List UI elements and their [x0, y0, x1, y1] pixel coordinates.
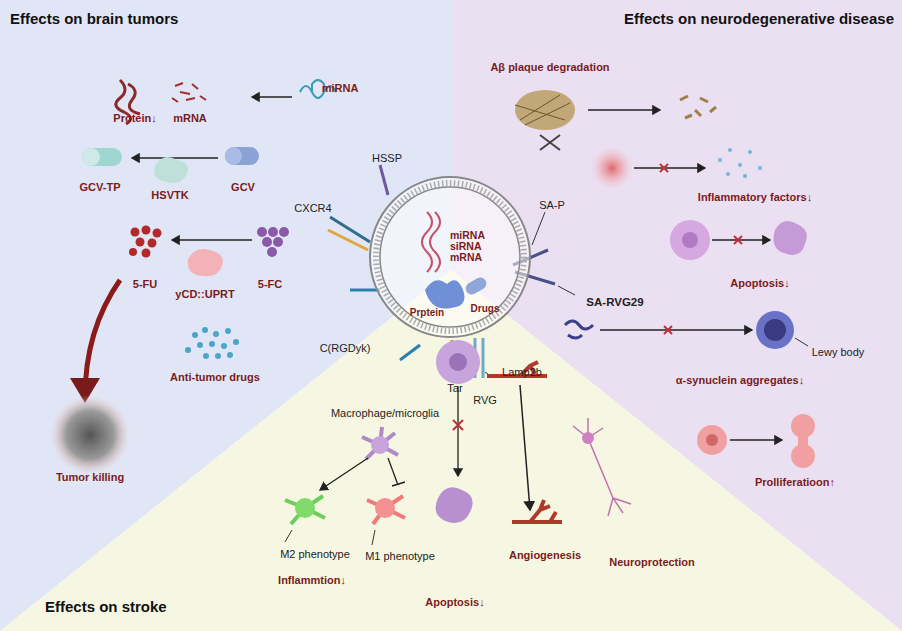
label-text: α-synuclein aggregates↓ — [676, 374, 804, 386]
label-text: Prolliferatioon↑ — [755, 476, 835, 488]
label-text: M2 phenotype — [280, 548, 350, 560]
label-text: Effects on stroke — [45, 598, 167, 615]
label-text: SA-P — [539, 199, 565, 211]
label-text: Tar — [447, 382, 462, 394]
label-text: miRNA — [322, 82, 359, 94]
label-text: Lewy body — [812, 346, 865, 358]
label-text: Inflammatory factors↓ — [698, 191, 812, 203]
label-text: yCD::UPRT — [175, 288, 234, 300]
label-text: M1 phenotype — [365, 550, 435, 562]
label-text: 5-FU — [133, 278, 157, 290]
label-text: HSSP — [372, 152, 402, 164]
label-text: Prptein — [410, 307, 444, 318]
label-text: Apoptosis↓ — [425, 596, 484, 608]
label-text: Protein↓ — [113, 112, 156, 124]
label-text: Lamp2b — [502, 366, 542, 378]
label-text: C(RGDyk) — [320, 342, 371, 354]
label-text: Anti-tumor drugs — [170, 371, 260, 383]
label-text: Macrophage/microglia — [331, 407, 439, 419]
cargo-text: miRNA siRNA mRNA — [450, 230, 494, 263]
label-text: Apoptosis↓ — [730, 277, 789, 289]
label-text: Effects on brain tumors — [10, 10, 178, 27]
label-text: Aβ plaque degradation — [490, 61, 609, 73]
label-text: mRNA — [173, 112, 207, 124]
label-text: Angiogenesis — [509, 549, 581, 561]
label-text: GCV-TP — [80, 181, 121, 193]
label-text: SA-RVG29 — [586, 296, 643, 308]
label-text: Drugs — [471, 303, 500, 314]
label-text: Neuroprotection — [609, 556, 695, 568]
label-text: Tumor killing — [56, 471, 124, 483]
label-text: Inflammtion↓ — [278, 574, 346, 586]
exosome-vesicle: miRNA siRNA mRNA Prptein Drugs — [365, 172, 535, 342]
label-text: CXCR4 — [294, 202, 331, 214]
label-text: GCV — [231, 181, 255, 193]
label-text: HSVTK — [151, 189, 188, 201]
label-text: Effects on neurodegenerative disease — [624, 10, 894, 27]
label-text: 5-FC — [258, 278, 282, 290]
label-text: RVG — [473, 394, 497, 406]
